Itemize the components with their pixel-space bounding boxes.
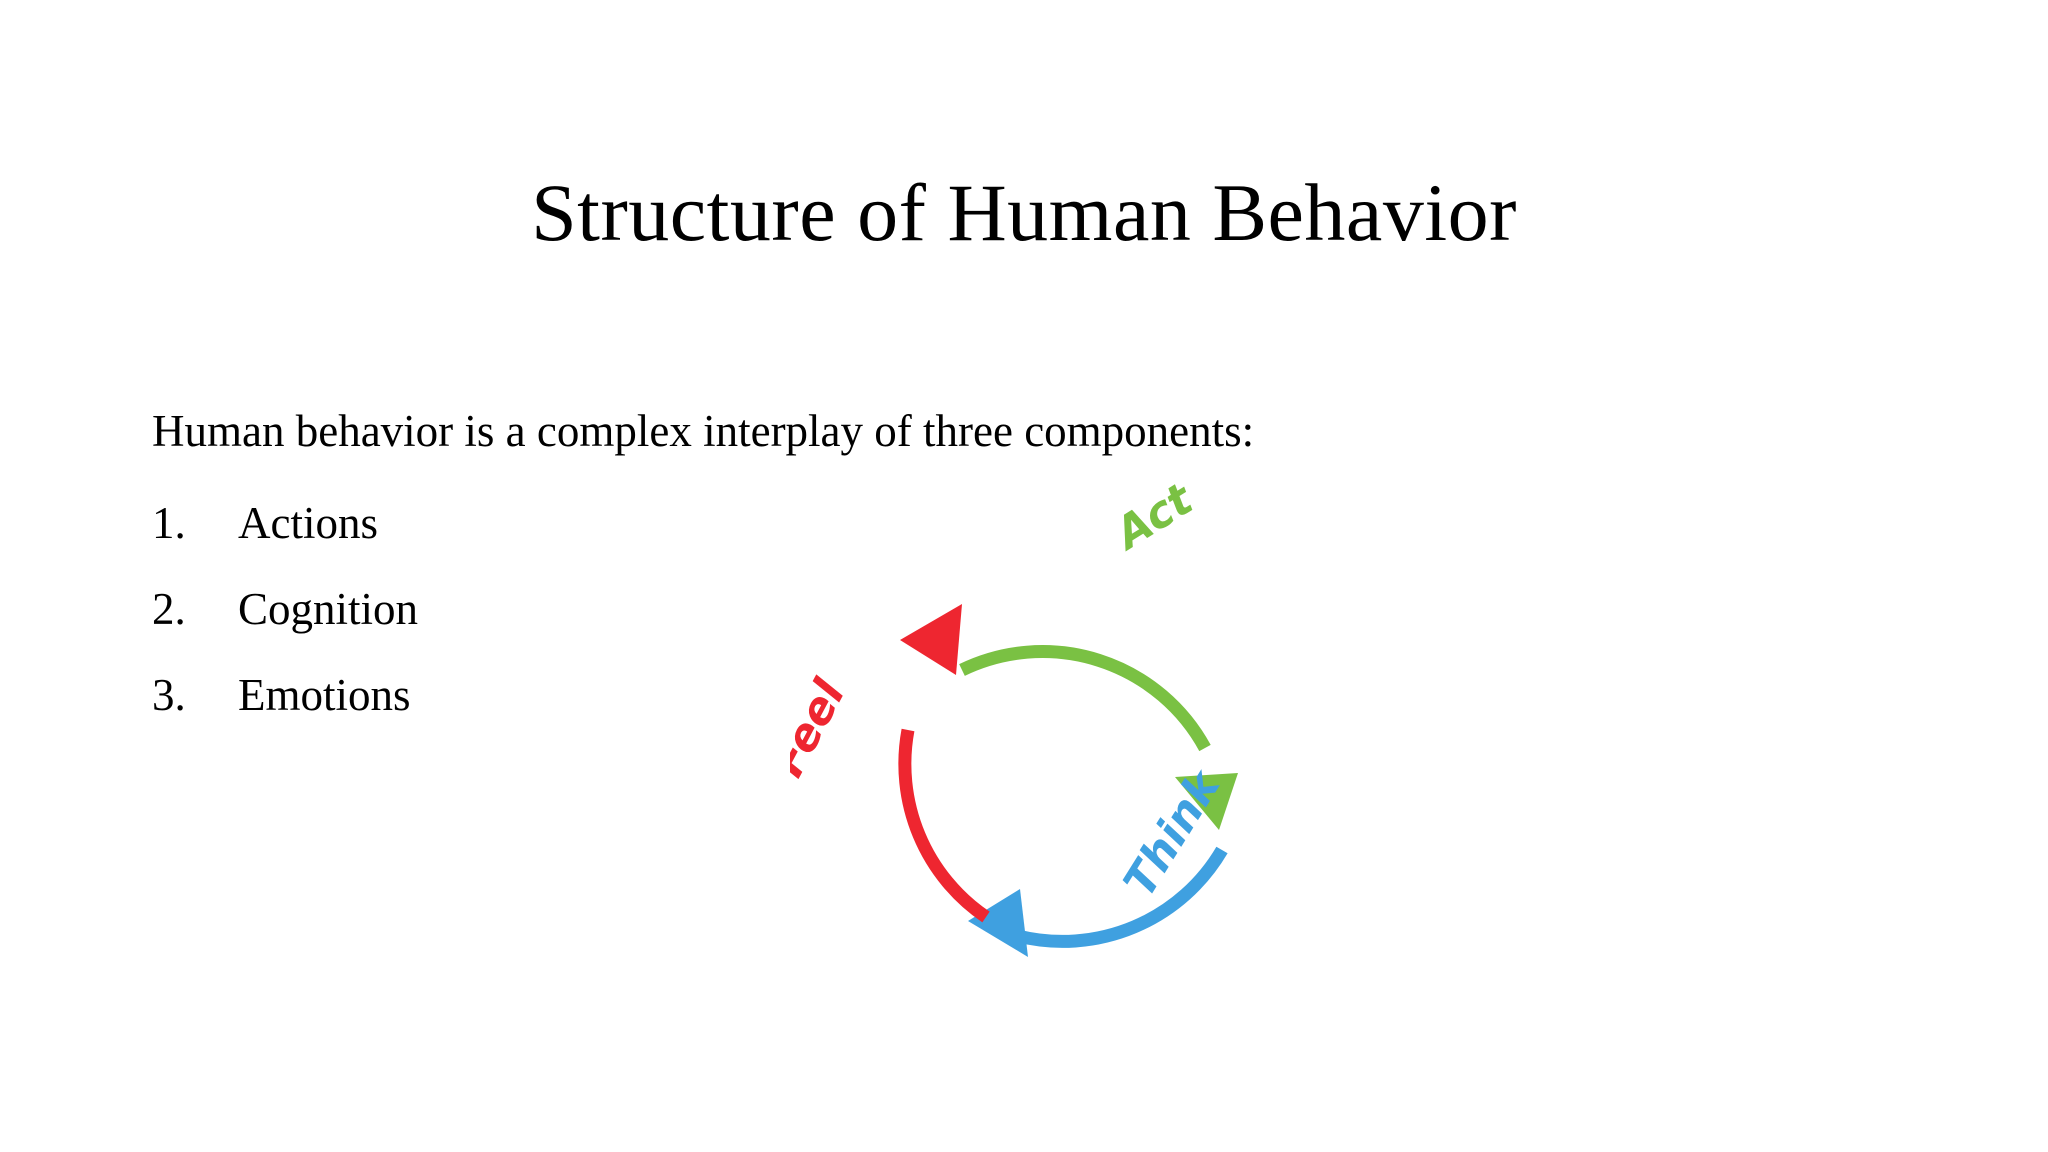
list-item: 1. Actions	[152, 480, 1252, 566]
act-arrowhead-icon	[1175, 773, 1238, 830]
cycle-segment-think: Think	[968, 760, 1231, 957]
list-item-label: Emotions	[238, 670, 411, 720]
list-item-number: 1.	[152, 498, 186, 548]
components-list: 1. Actions 2. Cognition 3. Emotions	[152, 480, 1252, 738]
act-think-feel-cycle-diagram: Act Think Feel	[790, 480, 1310, 980]
think-label: Think	[1114, 760, 1231, 906]
list-item-number: 3.	[152, 670, 186, 720]
list-item: 3. Emotions	[152, 652, 1252, 738]
act-arc	[959, 645, 1211, 752]
feel-arc	[898, 728, 990, 923]
page-title: Structure of Human Behavior	[531, 166, 1517, 258]
list-item: 2. Cognition	[152, 566, 1252, 652]
act-label: Act	[1104, 480, 1203, 561]
feel-label: Feel	[790, 671, 856, 785]
lead-paragraph: Human behavior is a complex interplay of…	[152, 406, 1255, 456]
think-arc	[1016, 846, 1228, 948]
body-content: Human behavior is a complex interplay of…	[152, 400, 1255, 738]
list-item-number: 2.	[152, 584, 186, 634]
list-item-label: Cognition	[238, 584, 419, 634]
list-item-label: Actions	[238, 498, 378, 548]
think-arrowhead-icon	[968, 889, 1028, 957]
feel-arrowhead-icon	[900, 604, 962, 675]
cycle-segment-feel: Feel	[790, 604, 990, 923]
